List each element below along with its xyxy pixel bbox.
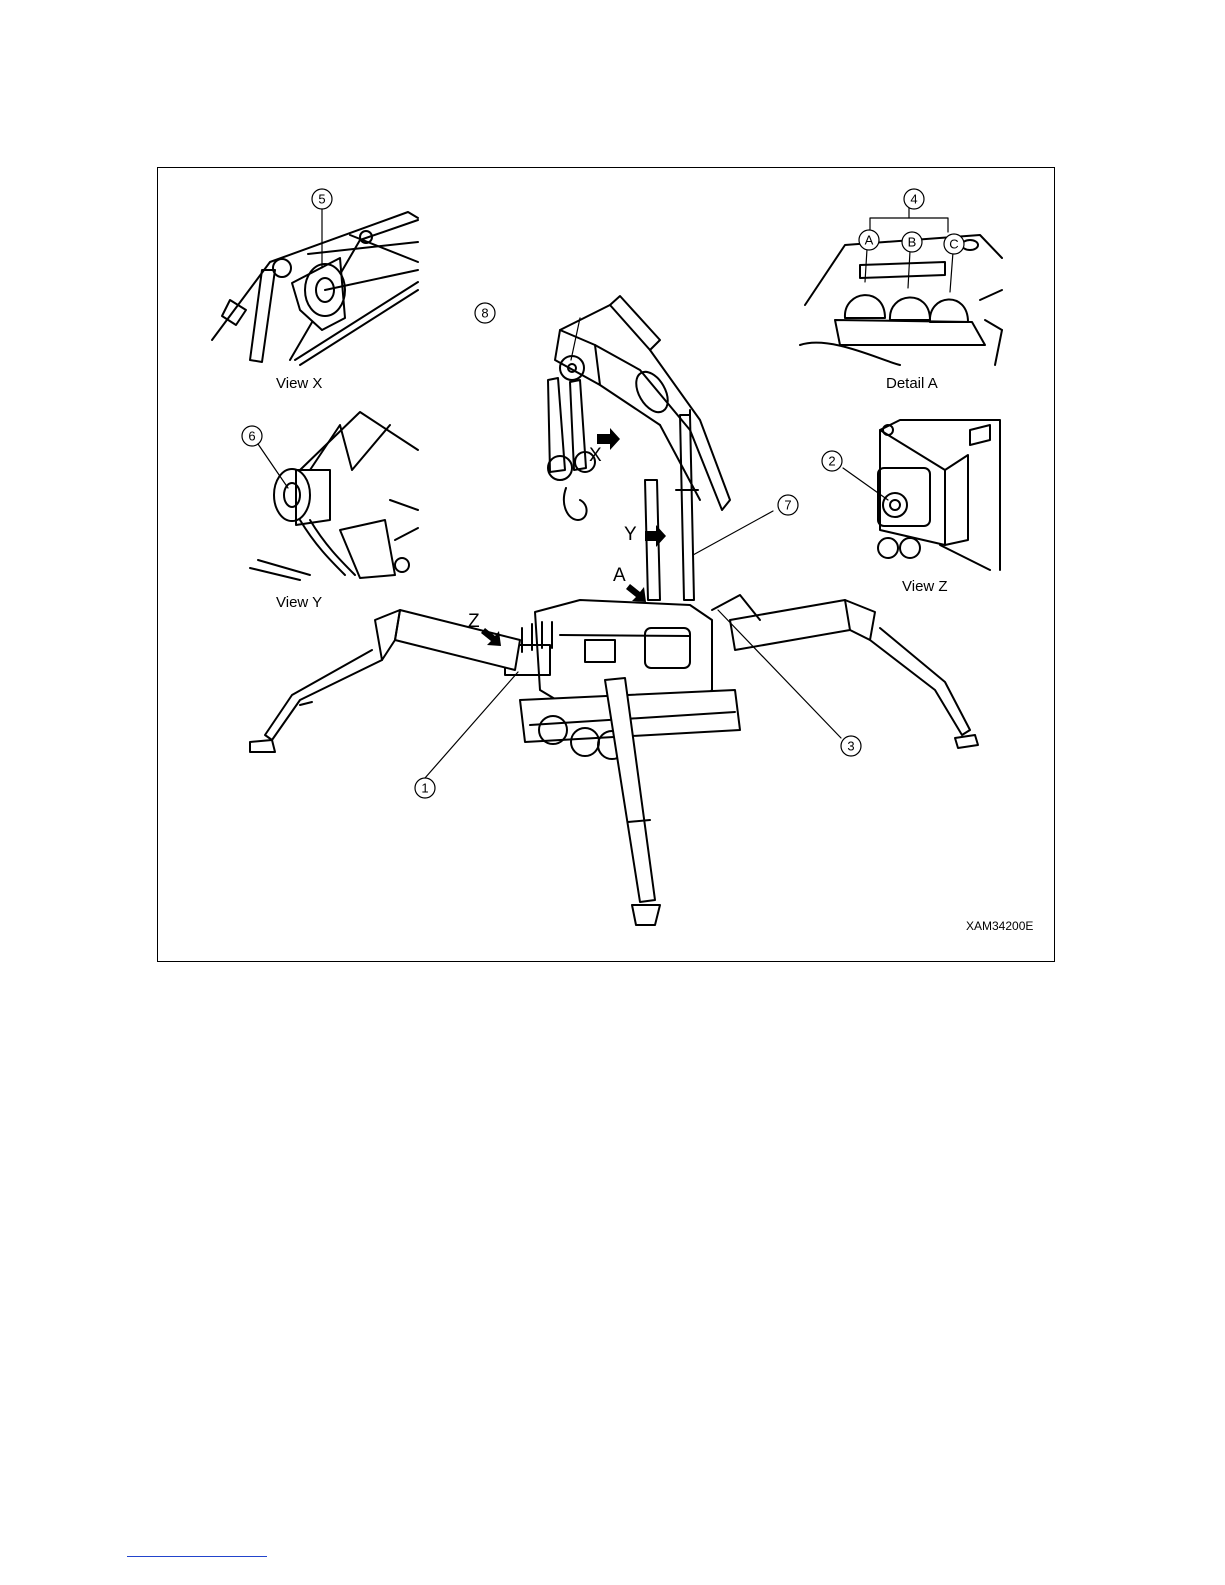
view-arrow-z-label: Z [468,611,480,632]
callout-8: 8 [481,306,488,321]
callout-1: 1 [421,781,428,796]
view-z-inset [878,420,1000,570]
callout-7: 7 [784,498,791,513]
callout-3: 3 [847,739,854,754]
detail-callout-a: A [865,233,874,248]
detail-a-caption: Detail A [886,375,938,392]
view-arrow-y-label: Y [624,524,637,545]
detail-a-inset [800,235,1002,365]
view-z-caption: View Z [902,578,948,595]
crane-main-body [250,296,978,925]
figure-code: XAM34200E [966,919,1033,933]
callout-4: 4 [910,192,917,207]
view-y-inset [250,412,418,580]
view-x-caption: View X [276,375,322,392]
callout-5: 5 [318,192,325,207]
view-arrow-a-label: A [613,565,626,586]
callout-2: 2 [828,454,835,469]
view-y-caption: View Y [276,594,322,611]
view-arrow-x-label: X [589,445,602,466]
footnote-rule [127,1556,267,1557]
detail-callout-c: C [949,237,958,252]
view-x-inset [212,212,418,365]
detail-callout-b: B [908,235,917,250]
callout-6: 6 [248,429,255,444]
crane-diagram: 1 2 3 4 5 6 7 8 A B C View X View Y View… [0,0,1225,1000]
